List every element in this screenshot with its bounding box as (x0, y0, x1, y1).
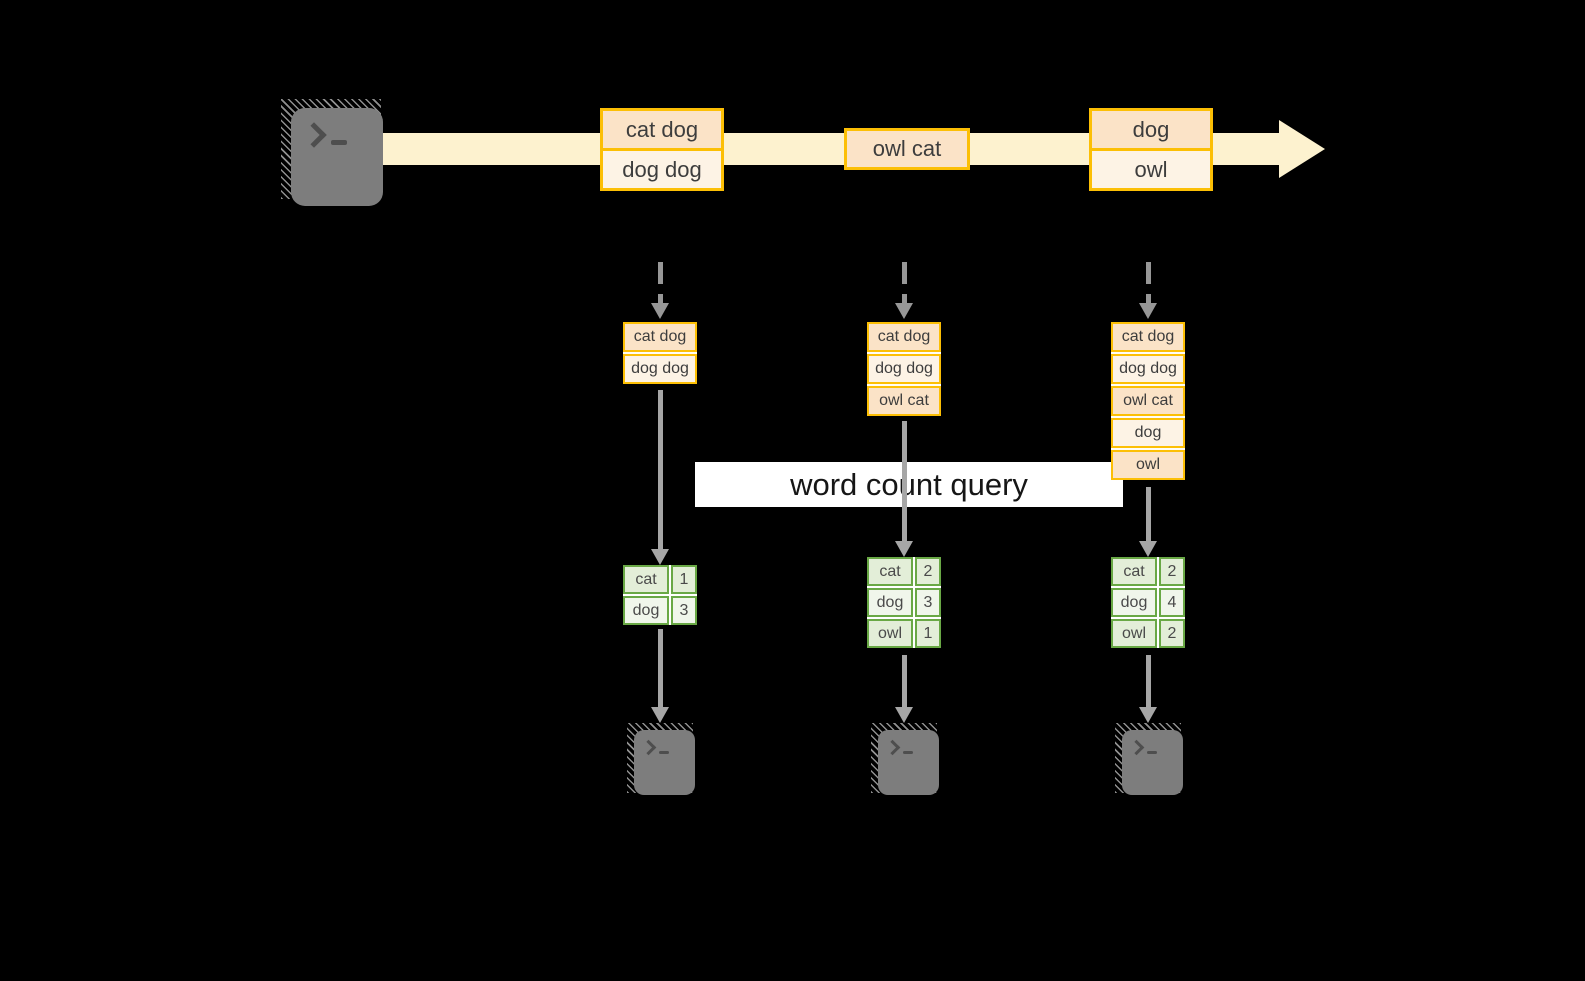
count-table-3: cat 2 dog 4 owl 2 (1111, 557, 1185, 648)
terminal-cursor-icon (331, 140, 347, 145)
terminal-body (878, 730, 939, 795)
down-arrowhead-icon (651, 549, 669, 565)
buffer-row: owl cat (1111, 386, 1185, 416)
stream-event-line: owl (1092, 148, 1210, 188)
count-value: 1 (915, 619, 941, 648)
terminal-prompt-icon (1128, 739, 1145, 756)
count-value: 2 (1159, 557, 1185, 586)
dashed-arrow-shaft (1146, 262, 1151, 304)
count-word: dog (867, 588, 913, 617)
count-value: 2 (1159, 619, 1185, 648)
stream-event-line: owl cat (847, 131, 967, 167)
arrow-shaft (1146, 487, 1151, 541)
stream-event-line: dog (1092, 111, 1210, 148)
event-buffer-1: cat dog dog dog (623, 322, 697, 384)
count-word: cat (867, 557, 913, 586)
count-table-2: cat 2 dog 3 owl 1 (867, 557, 941, 648)
down-arrowhead-icon (1139, 707, 1157, 723)
count-value: 3 (915, 588, 941, 617)
stream-event-1: cat dog dog dog (600, 108, 724, 191)
count-word: owl (867, 619, 913, 648)
down-arrowhead-icon (895, 707, 913, 723)
down-arrowhead-icon (651, 707, 669, 723)
stream-event-2: owl cat (844, 128, 970, 170)
terminal-body (1122, 730, 1183, 795)
event-buffer-2: cat dog dog dog owl cat (867, 322, 941, 416)
query-banner: word count query (695, 462, 1123, 507)
arrow-shaft (1146, 655, 1151, 707)
terminal-icon (871, 723, 939, 795)
arrow-shaft (902, 421, 907, 541)
buffer-row: cat dog (867, 322, 941, 352)
buffer-row: dog dog (867, 354, 941, 384)
buffer-row: dog (1111, 418, 1185, 448)
terminal-prompt-icon (301, 122, 327, 148)
arrow-shaft (902, 655, 907, 707)
terminal-icon (1115, 723, 1183, 795)
down-arrowhead-icon (651, 303, 669, 319)
stream-event-line: cat dog (603, 111, 721, 148)
event-buffer-3: cat dog dog dog owl cat dog owl (1111, 322, 1185, 480)
terminal-cursor-icon (659, 751, 669, 754)
count-word: cat (1111, 557, 1157, 586)
terminal-body (634, 730, 695, 795)
count-word: owl (1111, 619, 1157, 648)
dashed-arrow-shaft (658, 262, 663, 304)
terminal-body (291, 108, 383, 206)
count-value: 3 (671, 596, 697, 625)
down-arrowhead-icon (1139, 541, 1157, 557)
terminal-prompt-icon (640, 739, 657, 756)
buffer-row: cat dog (1111, 322, 1185, 352)
stream-event-3: dog owl (1089, 108, 1213, 191)
arrow-shaft (658, 629, 663, 707)
terminal-icon (281, 99, 383, 206)
buffer-row: cat dog (623, 322, 697, 352)
arrow-shaft (658, 390, 663, 549)
down-arrowhead-icon (895, 303, 913, 319)
count-value: 4 (1159, 588, 1185, 617)
count-value: 2 (915, 557, 941, 586)
terminal-icon (627, 723, 695, 795)
stream-event-line: dog dog (603, 148, 721, 188)
terminal-cursor-icon (903, 751, 913, 754)
count-word: dog (623, 596, 669, 625)
dashed-arrow-shaft (902, 262, 907, 304)
buffer-row: dog dog (1111, 354, 1185, 384)
buffer-row: dog dog (623, 354, 697, 384)
down-arrowhead-icon (895, 541, 913, 557)
buffer-row: owl cat (867, 386, 941, 416)
terminal-cursor-icon (1147, 751, 1157, 754)
down-arrowhead-icon (1139, 303, 1157, 319)
terminal-prompt-icon (884, 739, 901, 756)
count-table-1: cat 1 dog 3 (623, 565, 697, 625)
count-word: dog (1111, 588, 1157, 617)
count-value: 1 (671, 565, 697, 594)
buffer-row: owl (1111, 450, 1185, 480)
stream-arrowhead-icon (1279, 120, 1325, 178)
count-word: cat (623, 565, 669, 594)
